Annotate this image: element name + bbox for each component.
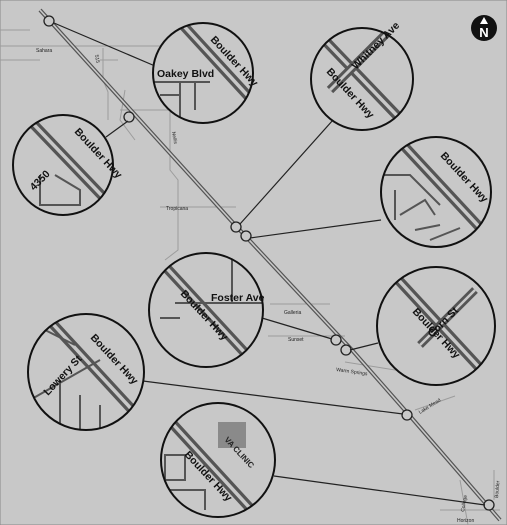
marker-lowery (401, 409, 413, 421)
label-sunset: Sunset (288, 337, 304, 343)
north-arrow-icon: N (471, 15, 497, 41)
va-clinic-building (218, 422, 246, 448)
inset-whitney: Boulder Hwy Whitney Ave (310, 20, 414, 131)
north-label: N (479, 25, 488, 40)
marker-oakey (43, 15, 55, 27)
boulder-highway-corridor (38, 8, 502, 522)
inset-corn: Boulder Hwy Corn St (376, 266, 496, 386)
marker-whitney (230, 221, 242, 233)
label-tropicana: Tropicana (166, 206, 188, 212)
label-boulder-edge: Boulder (494, 480, 502, 498)
label-sahara: Sahara (36, 48, 52, 54)
label-galleria: Galleria (284, 310, 301, 316)
location-markers (43, 15, 495, 511)
marker-corn (340, 344, 352, 356)
label-515: 515 (93, 54, 100, 63)
marker-4350 (123, 111, 135, 123)
label-warm-springs: Warm Springs (336, 367, 369, 377)
marker-tropicana (240, 230, 252, 242)
inset-foster: Boulder Hwy Foster Ave (148, 252, 265, 368)
label-college: College (460, 494, 469, 512)
leader-lines (53, 22, 486, 506)
foster-inset-road2-label: Foster Ave (211, 292, 265, 304)
label-nellis: Nellis (170, 131, 178, 145)
marker-va (483, 499, 495, 511)
oakey-inset-road2-label: Oakey Blvd (157, 68, 214, 80)
marker-foster (330, 334, 342, 346)
label-horizon: Horizon (457, 518, 474, 524)
